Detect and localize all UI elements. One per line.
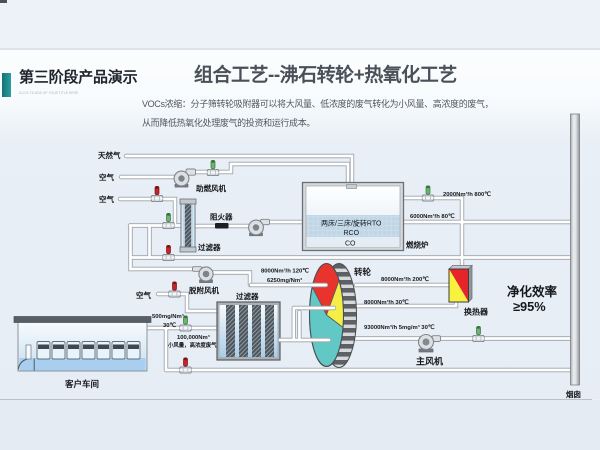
- svg-text:2000Nm³/h 800℃: 2000Nm³/h 800℃: [443, 191, 491, 198]
- svg-text:烟囱: 烟囱: [566, 389, 581, 399]
- svg-text:净化效率: 净化效率: [507, 284, 558, 299]
- svg-text:换热器: 换热器: [464, 307, 489, 317]
- svg-text:空气: 空气: [136, 290, 151, 300]
- svg-text:两床/三床/旋转RTO: 两床/三床/旋转RTO: [321, 219, 382, 228]
- svg-text:阻火器: 阻火器: [210, 213, 233, 222]
- svg-text:100,000Nm³: 100,000Nm³: [177, 334, 210, 341]
- svg-text:93000Nm³/h 5mg/m³ 30℃: 93000Nm³/h 5mg/m³ 30℃: [364, 324, 435, 331]
- svg-text:空气: 空气: [99, 194, 114, 204]
- svg-text:客户车间: 客户车间: [64, 379, 99, 389]
- svg-text:小风量，高浓度废气: 小风量，高浓度废气: [168, 341, 217, 349]
- svg-text:过滤器: 过滤器: [198, 242, 221, 252]
- svg-text:转轮: 转轮: [354, 267, 372, 277]
- svg-text:30℃: 30℃: [163, 322, 177, 329]
- svg-text:脱附风机: 脱附风机: [189, 285, 219, 295]
- svg-text:空气: 空气: [99, 172, 114, 182]
- svg-text:6000Nm³/h 80℃: 6000Nm³/h 80℃: [410, 213, 455, 220]
- svg-text:500mg/Nm³: 500mg/Nm³: [152, 313, 184, 320]
- svg-text:助燃风机: 助燃风机: [196, 183, 226, 193]
- svg-text:天然气: 天然气: [98, 150, 121, 160]
- svg-text:8000Nm³/h 200℃: 8000Nm³/h 200℃: [381, 276, 429, 283]
- svg-text:≥95%: ≥95%: [513, 299, 546, 314]
- svg-text:6250mg/Nm³: 6250mg/Nm³: [267, 277, 302, 284]
- svg-text:主风机: 主风机: [416, 356, 443, 367]
- svg-text:RCO: RCO: [344, 230, 360, 237]
- svg-text:CO: CO: [345, 241, 356, 248]
- svg-text:燃烧炉: 燃烧炉: [406, 240, 429, 250]
- svg-text:过滤器: 过滤器: [236, 291, 259, 301]
- svg-text:8000Nm³/h 30℃: 8000Nm³/h 30℃: [364, 299, 409, 306]
- svg-text:8000Nm³/h 120℃: 8000Nm³/h 120℃: [261, 268, 309, 275]
